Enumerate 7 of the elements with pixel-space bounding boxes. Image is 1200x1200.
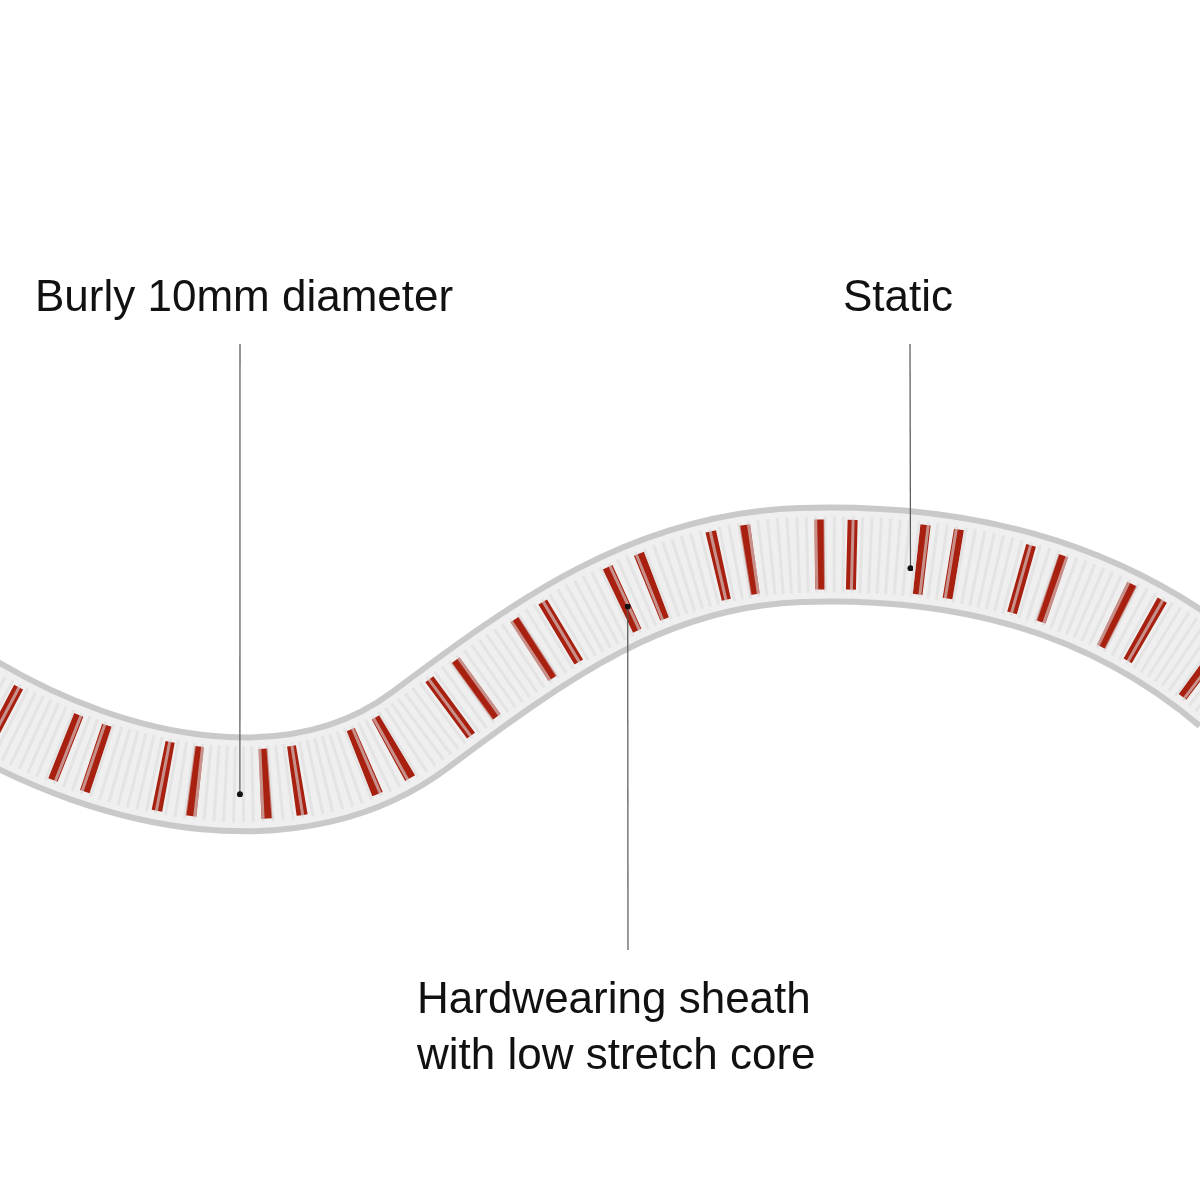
leader-line — [907, 343, 914, 572]
leader-line — [624, 603, 631, 951]
callout-label: Static — [843, 268, 983, 324]
callout-label: Hardwearing sheath with low stretch core — [417, 970, 887, 1082]
rope-drawing — [0, 504, 1200, 835]
callout-label: Burly 10mm diameter — [35, 268, 515, 324]
leader-line — [236, 343, 243, 798]
